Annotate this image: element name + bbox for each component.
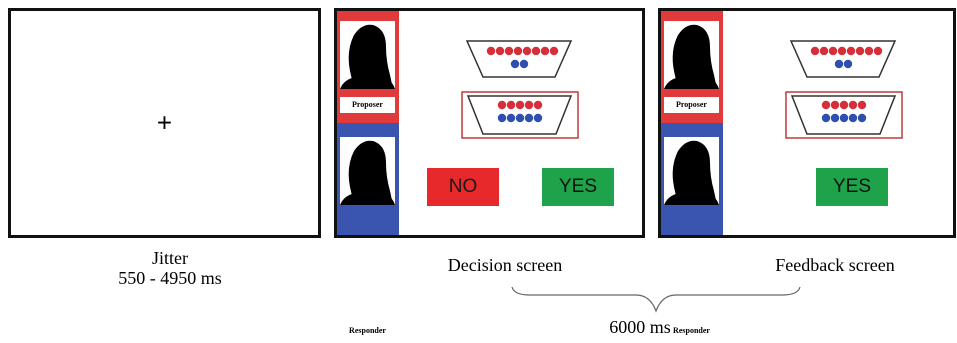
offer-option-2-selected: [461, 91, 579, 139]
yes-feedback-button: YES: [816, 168, 888, 206]
jitter-caption-duration: 550 - 4950 ms: [118, 268, 222, 288]
jitter-caption-title: Jitter: [152, 248, 188, 268]
offer-option-2-selected: [785, 91, 903, 139]
responder-panel: Responder: [661, 123, 723, 339]
jitter-screen: +: [8, 8, 321, 238]
proposer-panel: Proposer: [661, 11, 723, 123]
offer-option-1: [789, 40, 897, 78]
silhouette-icon: [340, 137, 395, 205]
no-button[interactable]: NO: [427, 168, 499, 206]
responder-label: Responder: [340, 323, 395, 339]
silhouette-icon: [664, 137, 719, 205]
offer-option-1: [465, 40, 573, 78]
jitter-caption: Jitter 550 - 4950 ms: [60, 248, 280, 288]
responder-label: Responder: [664, 323, 719, 339]
total-duration-caption: 6000 ms: [609, 317, 671, 337]
decision-screen: Proposer Responder NO YES: [334, 8, 645, 339]
duration-brace: [511, 286, 801, 313]
proposer-label: Proposer: [664, 97, 719, 113]
silhouette-icon: [664, 21, 719, 89]
feedback-caption: Feedback screen: [775, 255, 895, 275]
responder-panel: Responder: [337, 123, 399, 339]
decision-caption: Decision screen: [447, 255, 563, 275]
fixation-cross-icon: +: [156, 107, 173, 138]
proposer-panel: Proposer: [337, 11, 399, 123]
silhouette-icon: [340, 21, 395, 89]
feedback-screen: Proposer Responder YES: [658, 8, 956, 339]
yes-button[interactable]: YES: [542, 168, 614, 206]
proposer-label: Proposer: [340, 97, 395, 113]
